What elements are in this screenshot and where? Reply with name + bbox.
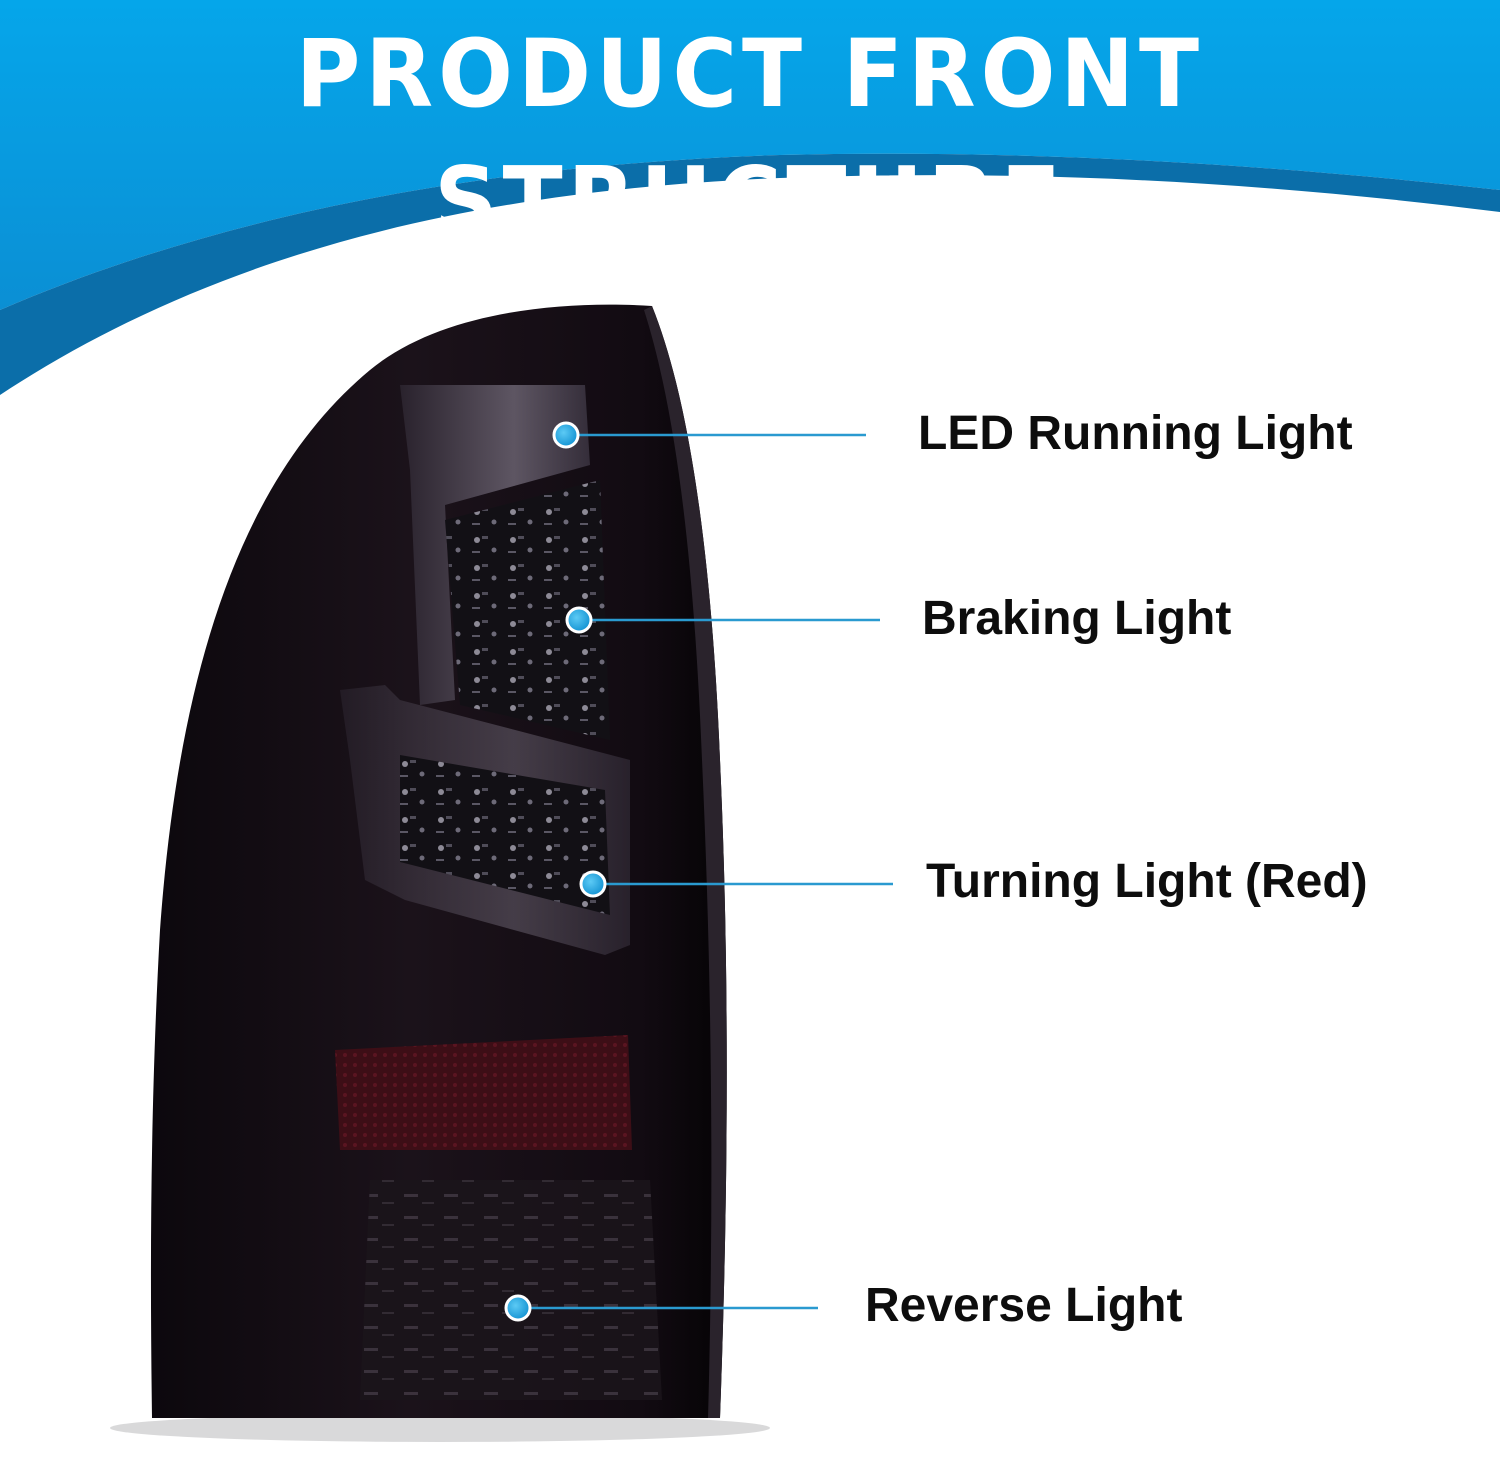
callout-label-turning-light: Turning Light (Red) — [926, 855, 1368, 908]
callout-label-reverse-light: Reverse Light — [865, 1279, 1183, 1332]
header-banner-accent — [0, 153, 1500, 395]
reverse-light-lens — [360, 1180, 662, 1400]
braking-light-cluster — [445, 480, 610, 740]
header-banner — [0, 0, 1500, 310]
callout-label-led-running-light: LED Running Light — [918, 407, 1353, 460]
reverse-light-marker — [504, 1294, 532, 1322]
running-light-marker — [552, 421, 580, 449]
turning-light-marker — [579, 870, 607, 898]
lamp-edge-highlight — [644, 306, 727, 1418]
callout-label-braking-light: Braking Light — [922, 592, 1232, 645]
turning-light-cluster — [400, 755, 610, 915]
page-title: PRODUCT FRONT STRUCTURE — [295, 19, 1205, 256]
red-reflector — [335, 1035, 632, 1150]
running-light-bar — [400, 385, 590, 705]
braking-light-marker — [565, 606, 593, 634]
lamp-shadow — [110, 1414, 770, 1442]
